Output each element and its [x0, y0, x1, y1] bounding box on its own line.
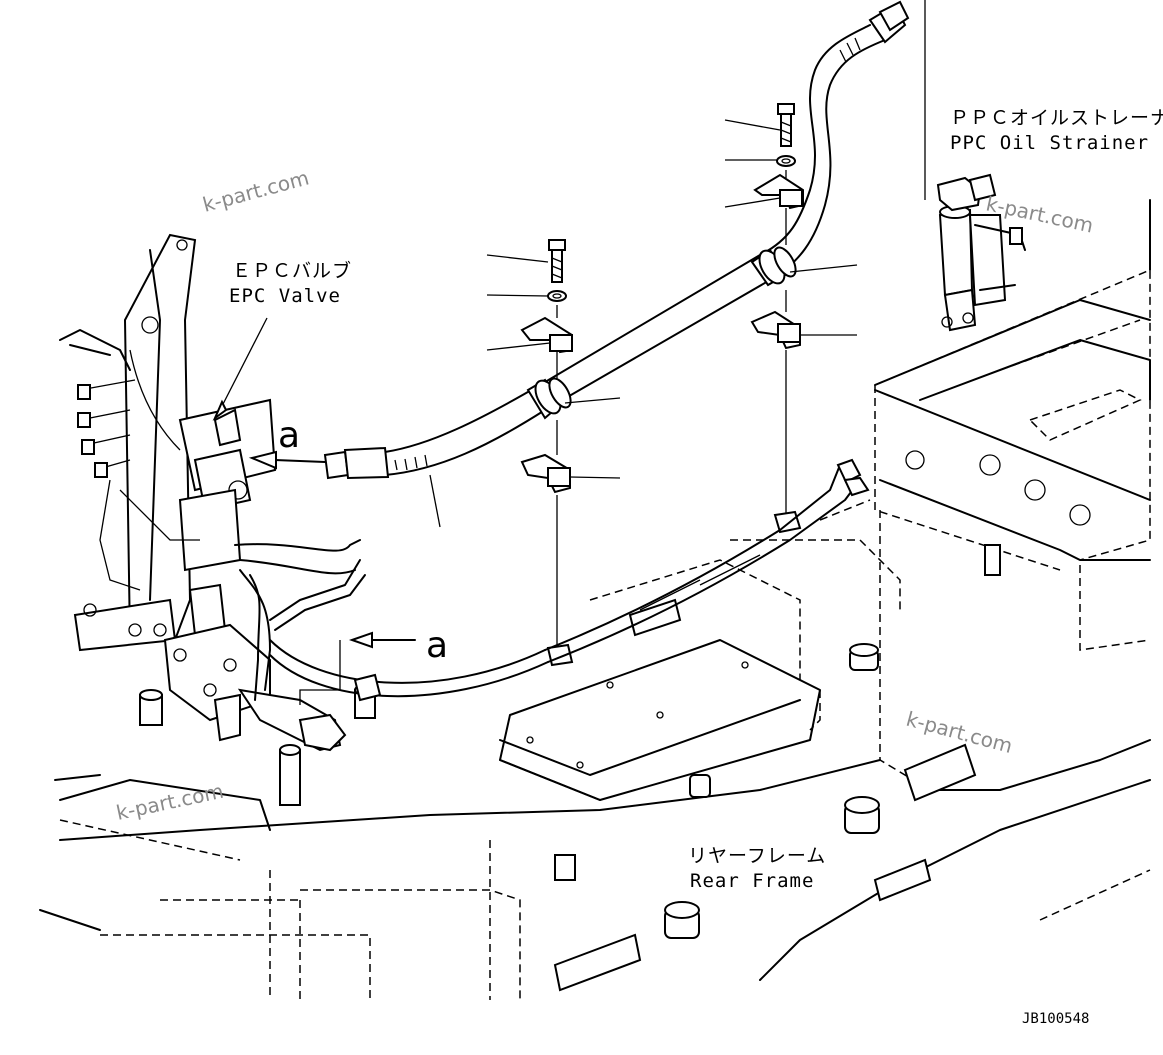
epc-valve-bracket: [59, 233, 549, 752]
reference-mark-a-top: a: [278, 415, 300, 456]
watermark: k-part.com: [200, 165, 311, 216]
epc-valve-label-en: EPC Valve: [229, 285, 341, 307]
rear-frame-outline: [59, 268, 1151, 1000]
clamp-hardware-left: [520, 239, 574, 667]
rear-frame-solid: [39, 199, 1151, 981]
rear-frame-label-en: Rear Frame: [690, 870, 814, 892]
ppc-strainer-label-en: PPC Oil Strainer: [950, 132, 1149, 154]
rear-frame-hose: [544, 458, 870, 663]
reference-mark-a-bottom: a: [426, 625, 448, 666]
ppc-strainer-label: ＰＰＣオイルストレーナ PPC Oil Strainer: [950, 107, 1163, 154]
epc-valve-label-jp: ＥＰＣバルブ: [232, 259, 352, 282]
epc-valve-label: ＥＰＣバルブ EPC Valve: [229, 259, 352, 307]
clamp-hardware-right: [750, 103, 804, 534]
main-hydraulic-hose: [248, 0, 910, 705]
ppc-oil-strainer: [936, 173, 1026, 332]
rear-frame-label-jp: リヤーフレーム: [688, 845, 826, 867]
mounting-bushings: [139, 544, 1001, 992]
ppc-strainer-label-jp: ＰＰＣオイルストレーナ: [950, 107, 1163, 129]
drawing-code: JB100548: [1022, 1011, 1089, 1027]
leader-lines: [212, 0, 926, 528]
rear-frame-label: リヤーフレーム Rear Frame: [688, 845, 826, 892]
hose-clamp-grommets: [526, 246, 797, 420]
